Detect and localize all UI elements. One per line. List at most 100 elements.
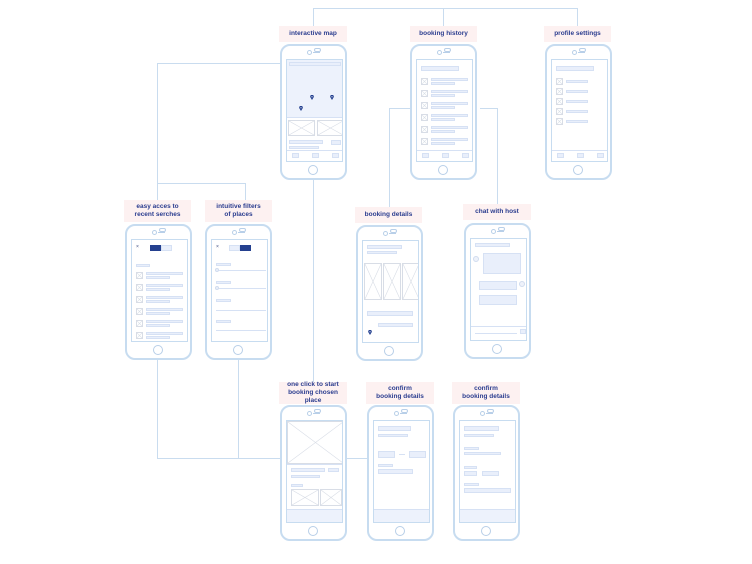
placeholder-bar [289, 146, 319, 149]
phone-confirm-booking-1 [367, 405, 434, 541]
placeholder-area [460, 509, 515, 522]
placeholder-bar [146, 276, 170, 279]
sensor-icon [579, 48, 586, 52]
placeholder-bar [479, 281, 517, 290]
connector [497, 108, 498, 204]
phone-chat-with-host [464, 223, 531, 359]
divider [475, 333, 517, 334]
placeholder-bar [378, 464, 393, 467]
home-button-icon [384, 346, 394, 356]
phone-screen: × [131, 239, 188, 342]
placeholder-area [287, 509, 342, 522]
image-placeholder-icon [383, 263, 401, 300]
image-placeholder-icon [556, 108, 563, 115]
placeholder-bar [146, 296, 183, 299]
placeholder-bar [378, 426, 411, 431]
image-placeholder-icon [136, 332, 143, 339]
placeholder-bar [216, 299, 231, 302]
sensor-icon [487, 409, 494, 413]
connector [157, 63, 158, 200]
label-text: recent serches [134, 211, 181, 218]
home-button-icon [233, 345, 243, 355]
close-icon: × [136, 244, 139, 250]
label-text: easy acces to [136, 203, 179, 210]
phone-screen [373, 420, 430, 523]
home-button-icon [395, 526, 405, 536]
placeholder-bar [291, 484, 303, 487]
camera-icon [491, 229, 496, 234]
placeholder-bar [332, 153, 339, 158]
connector [577, 8, 578, 26]
placeholder-bar [136, 264, 150, 267]
tab-active [150, 245, 161, 251]
camera-icon [394, 411, 399, 416]
divider [287, 117, 342, 118]
divider [417, 150, 472, 151]
sensor-icon [390, 229, 397, 233]
image-placeholder-icon [421, 78, 428, 85]
speaker-icon [238, 232, 245, 233]
image-placeholder-icon [136, 284, 143, 291]
placeholder-bar [483, 253, 521, 274]
phone-confirm-booking-2 [453, 405, 520, 541]
map-pin-icon [330, 87, 334, 100]
connector [245, 183, 246, 200]
home-button-icon [308, 165, 318, 175]
camera-icon [232, 230, 237, 235]
placeholder-bar [557, 153, 564, 158]
speaker-icon [443, 52, 450, 53]
home-button-icon [481, 526, 491, 536]
divider [399, 454, 405, 455]
placeholder-bar [331, 140, 341, 145]
placeholder-bar [566, 120, 588, 123]
speaker-icon [578, 52, 585, 53]
image-placeholder-icon [136, 296, 143, 303]
divider [216, 310, 266, 311]
placeholder-bar [566, 90, 588, 93]
divider [216, 270, 266, 271]
connector [313, 180, 314, 383]
placeholder-bar [146, 332, 183, 335]
placeholder-bar [378, 451, 395, 458]
phone-screen [286, 59, 343, 162]
camera-icon [152, 230, 157, 235]
map-pin-icon [368, 322, 372, 335]
placeholder-bar [421, 66, 459, 71]
placeholder-bar [367, 311, 413, 316]
connector [347, 458, 368, 459]
placeholder-bar [431, 106, 455, 109]
divider [552, 150, 607, 151]
label-text: booking details [364, 211, 413, 218]
placeholder-bar [431, 126, 468, 129]
label-interactive-map: interactive map [279, 26, 347, 42]
connector [389, 108, 410, 109]
placeholder-bar [442, 153, 449, 158]
placeholder-bar [464, 447, 479, 450]
placeholder-bar [431, 78, 468, 81]
phone-screen [551, 59, 608, 162]
connector [157, 358, 158, 458]
divider [287, 150, 342, 151]
home-button-icon [438, 165, 448, 175]
placeholder-bar [462, 153, 469, 158]
image-placeholder-icon [556, 88, 563, 95]
image-placeholder-icon [421, 126, 428, 133]
placeholder-bar [378, 469, 413, 474]
avatar [473, 256, 479, 262]
placeholder-bar [291, 475, 320, 478]
placeholder-bar [146, 284, 183, 287]
label-text: booking chosen place [288, 389, 338, 404]
label-text: profile settings [554, 30, 601, 37]
sensor-icon [159, 228, 166, 232]
placeholder-bar [312, 153, 319, 158]
connector [313, 8, 314, 26]
placeholder-bar [367, 251, 397, 254]
placeholder-bar [146, 312, 170, 315]
image-placeholder-icon [136, 272, 143, 279]
placeholder-bar [464, 426, 499, 431]
speaker-icon [313, 52, 320, 53]
image-placeholder-icon [320, 489, 342, 506]
label-text: chat with host [475, 208, 519, 215]
speaker-icon [497, 231, 504, 232]
